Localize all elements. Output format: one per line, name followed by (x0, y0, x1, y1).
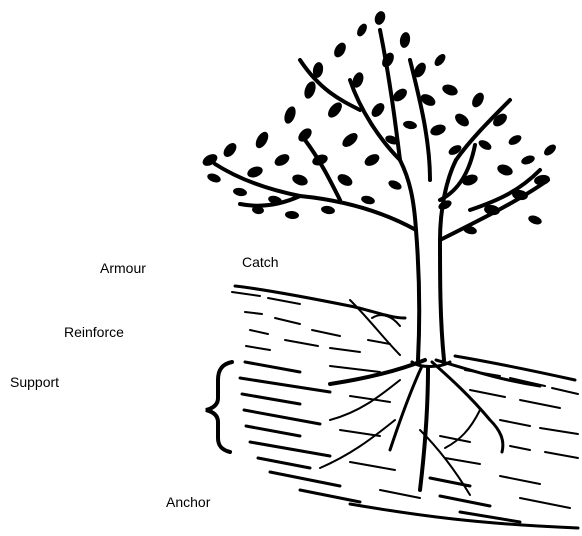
support-brace (206, 362, 232, 452)
label-catch: Catch (242, 254, 279, 270)
tree-roots (320, 300, 540, 495)
bank-right-edge (455, 356, 575, 380)
label-support: Support (10, 374, 59, 390)
label-armour: Armour (100, 260, 146, 276)
tree-trunk (400, 160, 456, 367)
label-reinforce: Reinforce (64, 324, 124, 340)
tree-leaves (201, 10, 558, 236)
bank-bottom (350, 504, 578, 528)
label-anchor: Anchor (166, 494, 210, 510)
